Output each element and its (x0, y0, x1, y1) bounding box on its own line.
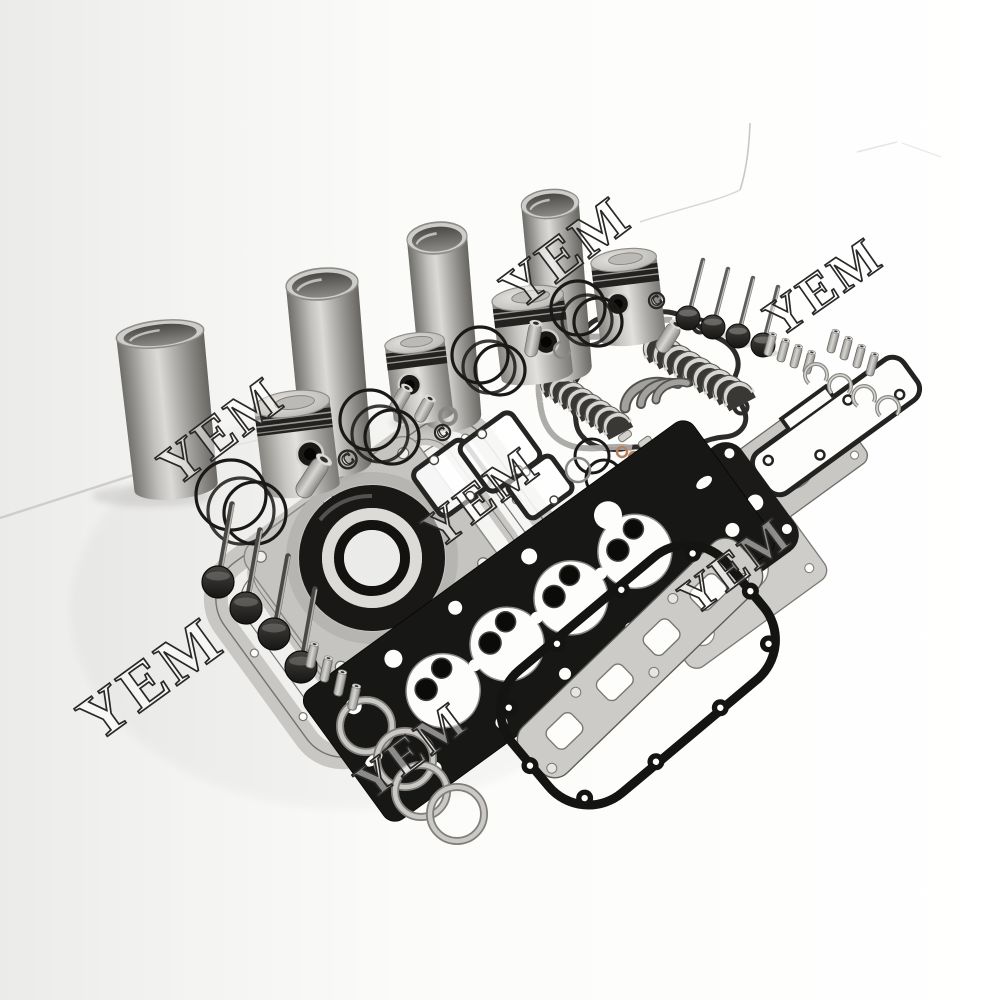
valves-bottom-left (201, 501, 362, 712)
head-gasket (302, 420, 776, 822)
valve-tr-3 (725, 275, 756, 349)
pin-bushing (438, 406, 458, 426)
ring-set-3 (450, 325, 527, 397)
ring-set-2 (338, 388, 421, 466)
bearing-shells (533, 328, 755, 442)
valve-cover-bolt-rings (500, 544, 777, 807)
valve-cover-gasket (496, 540, 780, 810)
paper-edge (639, 122, 942, 223)
retainer-clips (617, 429, 653, 449)
valves-top-right (675, 257, 901, 421)
valve-tr-2 (700, 266, 731, 340)
head-gasket-bores (405, 513, 673, 729)
circlips (803, 362, 901, 421)
pistons (253, 247, 684, 499)
valve-bl-2 (229, 527, 263, 625)
chrome-piston-rings (336, 696, 488, 845)
thrust-washers (619, 376, 692, 414)
piston-3 (491, 284, 573, 386)
ring-set-4 (549, 279, 624, 348)
exhaust-manifold-gasket (516, 537, 764, 779)
valve-bl-1 (201, 501, 235, 599)
piston-pin-4 (524, 319, 543, 358)
cylinder-liners (92, 188, 592, 507)
valve-bl-3 (257, 553, 291, 651)
piston-4 (590, 247, 666, 347)
seal-collar (286, 472, 458, 644)
piston-pin-2 (389, 383, 413, 414)
valve-tr-1 (675, 257, 706, 331)
cylinder-liner-1 (115, 319, 218, 500)
pin-circlip (552, 340, 572, 360)
o-ring (573, 437, 611, 475)
full-gasket-set (203, 309, 923, 845)
piston-pin-3 (414, 394, 436, 423)
piston-pin-1 (295, 453, 332, 499)
